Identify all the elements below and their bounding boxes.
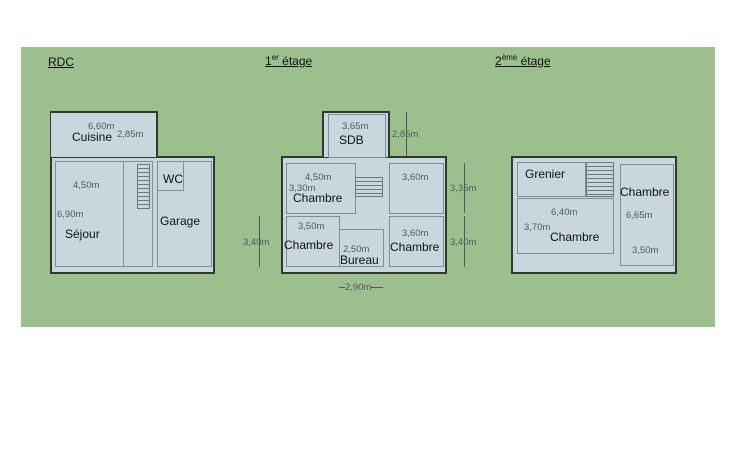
dim-chambre-tl-width: 4,50m xyxy=(305,172,332,183)
dimension-line xyxy=(259,216,260,267)
plan-element: étage xyxy=(517,54,551,68)
dim-bureau-height: 2,50m xyxy=(343,244,370,255)
dim-left-height: 3,40m xyxy=(243,237,270,248)
room-wc xyxy=(157,161,184,191)
dim-chambre-bl-width: 3,50m xyxy=(298,221,325,232)
room-chambre-big xyxy=(517,198,614,254)
dim-cuisine-height: 2,85m xyxy=(117,129,144,140)
dim-top-right-width: 3,60m xyxy=(402,172,429,183)
plan-element: étage xyxy=(278,54,313,68)
room-chambre-right xyxy=(620,164,674,266)
label-sdb: SDB xyxy=(339,133,364,147)
label-chambre-right: Chambre xyxy=(620,185,670,199)
room-sdb xyxy=(328,114,386,158)
dim-right-width: 3,50m xyxy=(632,245,659,256)
room-top-right xyxy=(389,163,444,214)
label-chambre-top-left: Chambre xyxy=(293,191,343,205)
label-chambre-bottom-left: Chambre xyxy=(284,238,334,252)
plan-element: ème xyxy=(501,53,518,62)
second-floor-title: 2ème étage xyxy=(495,53,551,68)
dim-bottom-width: 2,90m xyxy=(345,282,372,293)
stairs xyxy=(137,164,150,209)
dim-sdb-height: 2,85m xyxy=(392,129,419,140)
dim-big-height: 3,70m xyxy=(524,222,551,233)
dim-sejour-width: 4,50m xyxy=(73,180,100,191)
stairs xyxy=(355,177,383,197)
stairs xyxy=(586,162,614,197)
label-wc: WC xyxy=(163,172,183,186)
room-chambre-top-left xyxy=(286,163,356,214)
label-bureau: Bureau xyxy=(340,253,379,267)
rdc-title: RDC xyxy=(48,55,74,69)
label-garage: Garage xyxy=(160,214,201,228)
room-cuisine xyxy=(51,113,156,157)
room-chambre-bottom-left xyxy=(286,216,340,267)
dim-chambre-br-height: 3,40m xyxy=(450,237,477,248)
plan-element: 2 xyxy=(495,54,502,68)
room-bureau xyxy=(339,229,384,267)
room-grenier xyxy=(517,162,586,197)
plan-element: 1 xyxy=(265,54,272,68)
dim-chambre-tl-height: 3,30m xyxy=(289,183,316,194)
label-chambre-bottom-right: Chambre xyxy=(390,240,440,254)
room-chambre-bottom-right xyxy=(389,216,444,267)
dim-sdb-width: 3,65m xyxy=(342,121,369,132)
dim-chambre-br-width: 3,60m xyxy=(402,228,429,239)
label-chambre-big: Chambre xyxy=(550,230,600,244)
dim-right-height: 6,65m xyxy=(626,210,653,221)
label-grenier: Grenier xyxy=(525,167,566,181)
dimension-line xyxy=(464,163,465,213)
dim-big-width: 6,40m xyxy=(551,207,578,218)
dim-top-right-height: 3,35m xyxy=(450,183,477,194)
label-sejour: Séjour xyxy=(65,227,100,241)
dimension-line xyxy=(464,216,465,267)
first-floor-title: 1er étage xyxy=(265,53,312,68)
plan-element: er xyxy=(271,53,279,62)
dim-cuisine-width: 6,60m xyxy=(88,121,115,132)
dimension-line xyxy=(406,112,407,156)
label-cuisine: Cuisine xyxy=(72,130,113,144)
dim-sejour-height: 6,90m xyxy=(57,209,84,220)
